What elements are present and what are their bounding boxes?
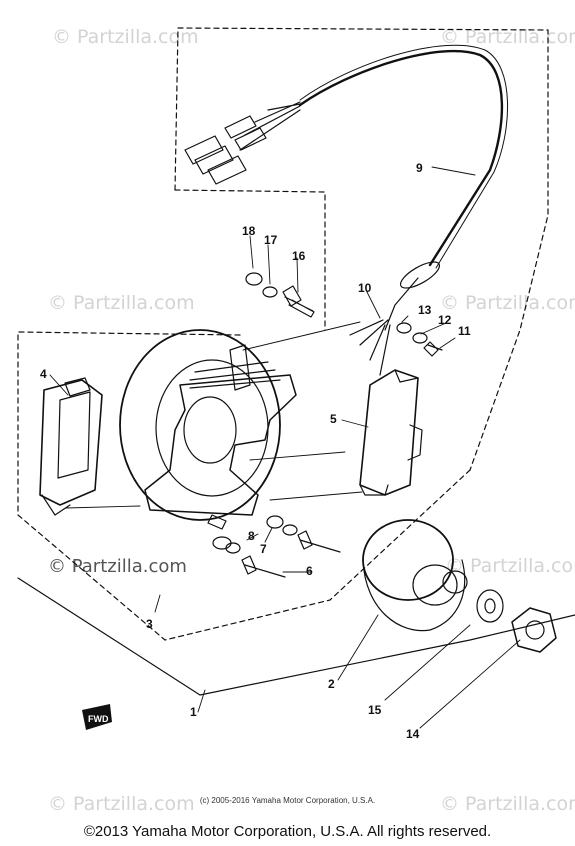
cable-wires <box>239 101 301 151</box>
watermark: © Partzilla.com <box>440 793 575 815</box>
callout-18: 18 <box>242 224 256 238</box>
callout-6: 6 <box>306 564 313 578</box>
footer-copyright: ©2013 Yamaha Motor Corporation, U.S.A. A… <box>83 823 492 840</box>
watermark: © Partzilla.com <box>48 793 195 815</box>
callout-15: 15 <box>368 703 382 717</box>
callout-14: 14 <box>406 727 420 741</box>
callout-7: 7 <box>260 542 267 556</box>
washer-7-left <box>212 536 232 550</box>
washer-17 <box>262 286 278 298</box>
washer-13 <box>396 322 412 334</box>
lower-dashed-boundary <box>17 331 471 641</box>
callout-9: 9 <box>416 161 423 175</box>
callout-10: 10 <box>358 281 372 295</box>
callout-13: 13 <box>418 303 432 317</box>
callout-8: 8 <box>248 529 255 543</box>
connector-plugs <box>184 115 267 185</box>
coil-bracket <box>144 374 297 516</box>
washer-15 <box>476 589 504 623</box>
screw-6-left <box>241 555 286 578</box>
cable-lead <box>298 49 504 267</box>
nut-14 <box>511 607 557 653</box>
washer-8-left <box>225 542 241 554</box>
watermark: © Partzilla.com <box>48 292 195 314</box>
screw-16 <box>282 285 315 318</box>
watermark: © Partzilla.com <box>440 26 575 48</box>
svg-text:FWD: FWD <box>88 714 109 724</box>
callout-16: 16 <box>292 249 306 263</box>
screw-11 <box>423 341 443 357</box>
callout-11: 11 <box>458 324 471 338</box>
fwd-arrow-icon: FWD <box>82 704 112 730</box>
upper-dashed-boundary <box>174 27 549 471</box>
watermark: © Partzilla.com <box>440 292 575 314</box>
washer-8-right <box>282 524 298 536</box>
callout-12: 12 <box>438 313 452 327</box>
washer-12 <box>412 332 428 344</box>
watermark: © Partzilla.com <box>52 26 199 48</box>
washer-18 <box>245 272 263 286</box>
exciter-coil <box>359 369 419 496</box>
assembly-bracket <box>17 577 575 696</box>
stator-disc <box>119 329 281 521</box>
pulser-coil-body <box>39 379 103 506</box>
callout-4: 4 <box>40 367 47 381</box>
drawing-copyright: (c) 2005-2016 Yamaha Motor Corporation, … <box>199 796 376 805</box>
grommet <box>399 261 441 289</box>
screw-6-right <box>297 530 341 553</box>
flywheel-rim <box>362 519 454 601</box>
callout-17: 17 <box>264 233 278 247</box>
callout-2: 2 <box>328 677 335 691</box>
callout-5: 5 <box>330 412 337 426</box>
washer-7-right <box>266 515 284 529</box>
watermark: © Partzilla.com <box>445 555 575 577</box>
leader-lines <box>49 166 521 729</box>
callout-3: 3 <box>146 617 153 631</box>
watermark-dark: © Partzilla.com <box>48 556 187 577</box>
callout-1: 1 <box>190 705 197 719</box>
